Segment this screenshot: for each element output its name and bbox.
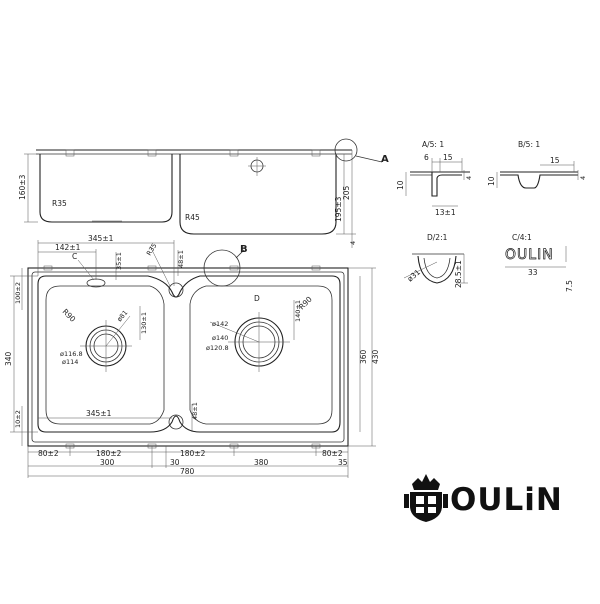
width-300-label: 300: [100, 458, 115, 467]
callout-c-label: C: [72, 252, 77, 261]
detail-c-logo-outline: OULIN: [505, 247, 554, 263]
callout-b-leader: [235, 249, 245, 259]
detail-d-title: D/2:1: [427, 233, 448, 242]
detail-a-title: A/5: 1: [422, 140, 444, 149]
drain-right-outer-label: ø142: [212, 320, 228, 328]
offset-35-label: 35±1: [115, 252, 123, 270]
detail-d-inner-arc: [423, 257, 451, 279]
width-35-label: 35: [338, 458, 348, 467]
corner-left-label: R90: [61, 307, 78, 324]
clip: [311, 149, 321, 157]
radius-right-label: R45: [185, 213, 200, 222]
callout-b-label: B: [240, 244, 248, 255]
drain-left-d-label: ø81: [115, 309, 129, 324]
drain-left-outer-label: ø116.8: [60, 350, 83, 358]
detail-d-dim-285: 28.5±1: [454, 260, 463, 288]
deck-thickness-label: 4: [349, 241, 357, 245]
detail-b: B/5: 1 15 10 4: [487, 140, 587, 189]
clip: [229, 265, 239, 271]
detail-b-title: B/5: 1: [518, 140, 540, 149]
drain-right-h-label: 140±1: [294, 300, 302, 322]
detail-a-dim-13: 13±1: [435, 208, 456, 217]
detail-c: C/4:1 OULIN 33 7.5: [505, 233, 574, 292]
clip: [43, 265, 53, 271]
height-inner-label: 340: [4, 351, 13, 366]
detail-a-dim-15: 15: [443, 153, 453, 162]
overflow-offset-bottom-label: 48±1: [191, 402, 199, 420]
bowl-outline: [37, 275, 341, 433]
drain-left-mid-label: ø114: [62, 358, 78, 366]
drain-leader: [105, 315, 131, 347]
depth-right-label: 195±3: [334, 196, 343, 222]
clip: [147, 265, 157, 271]
left-bowl-floor: [45, 285, 165, 425]
drain-offset-label: 142±1: [55, 243, 81, 252]
side-view: R35 R45 160±3 195±3 205 4 A: [18, 138, 389, 248]
depth-total-label: 205: [342, 185, 351, 200]
bottom-180-left-label: 180±2: [96, 449, 122, 458]
callout-d-label: D: [254, 294, 260, 303]
detail-d-leader: [403, 261, 438, 279]
detail-a-dim-4: 4: [465, 176, 473, 180]
height-mid-label: 360: [359, 349, 368, 364]
overflow-offset-top-label: 48±1: [177, 250, 185, 268]
bottom-margin-label: 10±2: [14, 410, 22, 428]
left-bowl-profile: [39, 154, 173, 223]
callout-a-leader: [355, 155, 383, 163]
detail-a-dim-10: 10: [396, 180, 405, 190]
clip: [311, 265, 321, 271]
detail-d-arc: [417, 255, 457, 284]
overflow-radius-label: R35: [145, 242, 159, 257]
bowl-width-top-label: 345±1: [88, 234, 114, 243]
detail-c-dim-75: 7.5: [565, 280, 574, 292]
detail-b-dim-4: 4: [579, 176, 587, 180]
detail-a-dim-6: 6: [424, 153, 429, 162]
drain-right-mid-label: ø140: [212, 334, 228, 342]
right-bowl-floor: [189, 285, 333, 425]
detail-b-dim-10: 10: [487, 176, 496, 186]
detail-a: A/5: 1 6 15 10 4 13±1: [396, 140, 473, 217]
bottom-180-right-label: 180±2: [180, 449, 206, 458]
crest-icon: [404, 474, 448, 522]
callout-b-circle: [203, 249, 241, 287]
height-total-label: 430: [371, 349, 380, 364]
clip: [229, 149, 239, 157]
detail-c-dim-33: 33: [528, 268, 538, 277]
callout-c-leader: [77, 259, 95, 281]
width-total-label: 780: [180, 467, 195, 476]
callout-a-label: A: [381, 154, 389, 165]
clip: [65, 149, 75, 157]
drain-left-h-label: 130±1: [140, 312, 148, 334]
detail-c-title: C/4:1: [512, 233, 532, 242]
brand-logo: OULiN: [404, 474, 563, 522]
sink-inner-rim: [31, 271, 345, 443]
drain-leader: [209, 321, 260, 343]
sink-outer-rim: [27, 267, 349, 447]
bowl-width-bottom-label: 345±1: [86, 409, 112, 418]
brand-name: OULiN: [450, 482, 563, 518]
clip: [147, 149, 157, 157]
overflow-leader: [149, 245, 171, 287]
detail-b-groove: [500, 174, 578, 189]
bottom-80-left-label: 80±2: [38, 449, 59, 458]
drain-right-inner-label: ø120.8: [206, 344, 229, 352]
top-margin-label: 100±2: [14, 282, 22, 304]
detail-b-dim-15: 15: [550, 156, 560, 165]
overflow-bottom: [168, 414, 184, 430]
detail-d: D/2:1 ø31 28.5±1: [403, 233, 468, 288]
radius-left-label: R35: [52, 199, 67, 208]
overflow-top: [168, 282, 184, 298]
right-bowl-profile: [179, 154, 337, 235]
detail-d-dim-31: ø31: [406, 267, 423, 283]
width-380-label: 380: [254, 458, 269, 467]
top-view: 345±1 142±1 35±1 C R35 48±1 B D R90 R90 …: [4, 234, 380, 478]
depth-left-label: 160±3: [18, 174, 27, 200]
callout-a-circle: [334, 138, 358, 162]
width-30-label: 30: [170, 458, 180, 467]
detail-a-fold: [431, 172, 462, 197]
bottom-80-right-label: 80±2: [322, 449, 343, 458]
